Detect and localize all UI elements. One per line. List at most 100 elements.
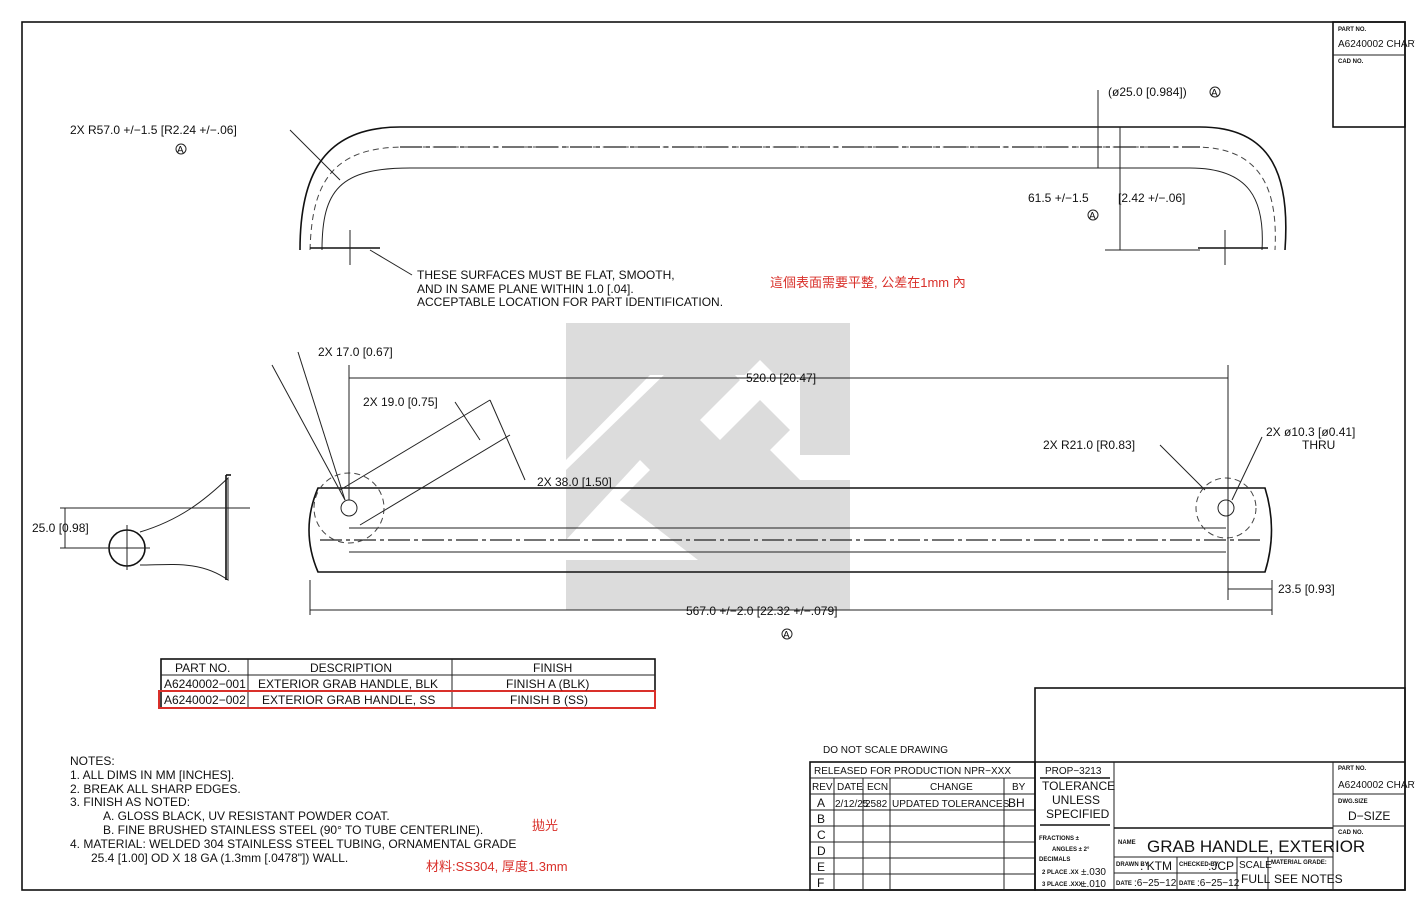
height-dim: 61.5 +/−1.5 — [1028, 191, 1089, 205]
flat-note-line2: AND IN SAME PLANE WITHIN 1.0 [.04]. — [417, 282, 634, 296]
cad-no-label: CAD NO. — [1338, 59, 1364, 65]
part-no-label: PART NO. — [1338, 27, 1367, 33]
date-label: DATE — [1179, 881, 1195, 887]
col-ecn: ECN — [867, 782, 888, 793]
title-block-top: PART NO. A6240002 CHART CAD NO. — [1332, 21, 1415, 128]
angles-label: ANGLES ± 2° — [1052, 847, 1090, 853]
col-rev: REV — [812, 782, 833, 793]
dim-r21: 2X R21.0 [R0.83] — [1043, 438, 1135, 452]
rev-cell: 2/12/25 — [835, 799, 869, 810]
height-dim-in: [2.42 +/−.06] — [1118, 191, 1185, 205]
drawing-name: GRAB HANDLE, EXTERIOR — [1147, 837, 1365, 856]
notes: NOTES: 1. ALL DIMS IN MM [INCHES]. 2. BR… — [70, 754, 568, 874]
table-cell: EXTERIOR GRAB HANDLE, SS — [262, 693, 435, 707]
dim-hole-thru: THRU — [1302, 438, 1335, 452]
red-annotation-material: 材料:SS304, 厚度1.3mm — [426, 859, 568, 874]
part-no-label: PART NO. — [1338, 766, 1367, 772]
parts-table: PART NO. DESCRIPTION FINISH A6240002−001… — [158, 658, 656, 709]
datum-a: A — [1089, 211, 1096, 222]
fractions-label: FRACTIONS ± — [1039, 836, 1080, 842]
tolerance-line: TOLERANCE — [1042, 779, 1115, 793]
watermark-logo — [566, 323, 850, 610]
note-line: 4. MATERIAL: WELDED 304 STAINLESS STEEL … — [70, 837, 516, 851]
two-place-value: ±.030 — [1081, 867, 1106, 878]
note-line: 2. BREAK ALL SHARP EDGES. — [70, 782, 241, 796]
rev-cell: C — [817, 828, 826, 842]
three-place-value: ±.010 — [1081, 879, 1106, 890]
col-finish: FINISH — [533, 661, 572, 675]
material-value: SEE NOTES — [1274, 872, 1343, 886]
rev-cell: E — [817, 860, 825, 874]
rev-cell: D — [817, 844, 826, 858]
table-cell: EXTERIOR GRAB HANDLE, BLK — [258, 677, 438, 691]
rev-cell: B — [817, 812, 825, 826]
col-part-no: PART NO. — [175, 661, 230, 675]
revision-block: DO NOT SCALE DRAWING RELEASED FOR PRODUC… — [809, 745, 1036, 891]
dim-25: 25.0 [0.98] — [32, 521, 89, 535]
table-cell: A6240002−002 — [164, 693, 246, 707]
dim-567: 567.0 +/−2.0 [22.32 +/−.079] — [686, 604, 837, 618]
rev-cell: 2582 — [865, 799, 888, 810]
drawn-label: DRAWN BY — [1116, 862, 1149, 868]
part-no-value: A6240002 CHART — [1338, 780, 1415, 791]
part-no-value: A6240002 CHART — [1338, 39, 1415, 50]
red-annotation-flatness: 這個表面需要平整, 公差在1mm 內 — [770, 275, 966, 290]
rev-cell: A — [817, 796, 825, 810]
prop-number: PROP−3213 — [1045, 766, 1102, 777]
flat-note-line3: ACCEPTABLE LOCATION FOR PART IDENTIFICAT… — [417, 295, 723, 309]
col-by: BY — [1012, 782, 1026, 793]
radius-dim-top: 2X R57.0 +/−1.5 [R2.24 +/−.06] — [70, 123, 237, 137]
dim-520: 520.0 [20.47] — [746, 371, 816, 385]
notes-title: NOTES: — [70, 754, 115, 768]
table-cell: A6240002−001 — [164, 677, 246, 691]
table-cell: FINISH B (SS) — [510, 693, 588, 707]
note-line: 25.4 [1.00] OD X 18 GA (1.3mm [.0478"]) … — [91, 851, 348, 865]
date-label: DATE — [1116, 881, 1132, 887]
note-line: 1. ALL DIMS IN MM [INCHES]. — [70, 768, 234, 782]
note-line: A. GLOSS BLACK, UV RESISTANT POWDER COAT… — [103, 809, 390, 823]
note-line: B. FINE BRUSHED STAINLESS STEEL (90° TO … — [103, 823, 483, 837]
tolerance-line: UNLESS — [1052, 793, 1100, 807]
material-label: MATERIAL GRADE: — [1271, 860, 1327, 866]
highlighted-row — [158, 690, 656, 709]
cad-no-label: CAD NO. — [1338, 830, 1364, 836]
red-annotation-polish: 拋光 — [532, 818, 558, 833]
table-cell: FINISH A (BLK) — [506, 677, 589, 691]
do-not-scale: DO NOT SCALE DRAWING — [823, 745, 948, 756]
title-block: PROP−3213 TOLERANCE UNLESS SPECIFIED FRA… — [1034, 687, 1415, 891]
dwg-size-label: DWG.SIZE — [1338, 799, 1368, 805]
side-view — [60, 474, 250, 581]
drawn-by: : KTM — [1140, 859, 1172, 873]
name-label: NAME — [1118, 840, 1136, 846]
col-description: DESCRIPTION — [310, 661, 392, 675]
dim-hole: 2X ø10.3 [ø0.41] — [1266, 425, 1355, 439]
scale-value: FULL — [1241, 872, 1271, 886]
note-line: 3. FINISH AS NOTED: — [70, 795, 190, 809]
col-date: DATE — [837, 782, 863, 793]
decimals-label: DECIMALS — [1039, 857, 1070, 863]
released-label: RELEASED FOR PRODUCTION NPR−XXX — [814, 766, 1011, 777]
dim-17: 2X 17.0 [0.67] — [318, 345, 393, 359]
scale-label: SCALE — [1239, 860, 1272, 871]
datum-a: A — [177, 145, 184, 156]
rev-cell: BH — [1008, 796, 1025, 810]
checked-label: CHECKED BY — [1179, 862, 1219, 868]
two-place-label: 2 PLACE .XX — [1042, 870, 1079, 876]
rev-cell: F — [817, 876, 824, 890]
diameter-dim: (ø25.0 [0.984]) — [1108, 85, 1187, 99]
dim-38: 2X 38.0 [1.50] — [537, 475, 612, 489]
dim-19: 2X 19.0 [0.75] — [363, 395, 438, 409]
dim-23: 23.5 [0.93] — [1278, 582, 1335, 596]
dwg-size-value: D−SIZE — [1348, 809, 1390, 823]
top-view — [289, 90, 1287, 276]
flat-note-line1: THESE SURFACES MUST BE FLAT, SMOOTH, — [417, 268, 675, 282]
drawing-border — [21, 21, 1406, 891]
datum-a: A — [783, 630, 790, 641]
checked-date: :6−25−12 — [1197, 878, 1240, 889]
rev-cell: UPDATED TOLERANCES — [892, 799, 1010, 810]
front-view — [271, 351, 1273, 615]
col-change: CHANGE — [930, 782, 973, 793]
datum-a: A — [1211, 88, 1218, 99]
checked-by: :JCP — [1208, 859, 1234, 873]
